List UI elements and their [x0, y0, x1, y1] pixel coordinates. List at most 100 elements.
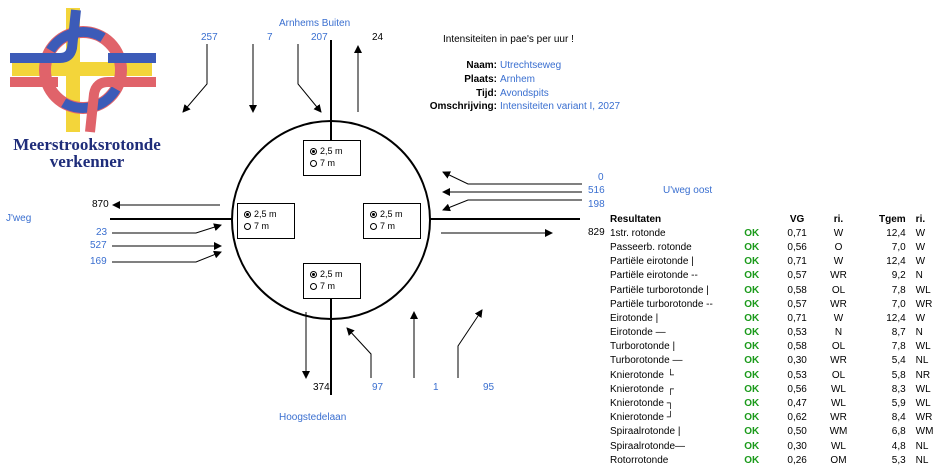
radius-option-a[interactable]: 2,5 m	[310, 269, 343, 279]
east-in-1: 0	[598, 172, 604, 183]
results-cell: 5,9	[891, 398, 906, 410]
radio-selected-icon[interactable]	[244, 211, 251, 218]
info-label-omschrijving: Omschrijving:	[429, 101, 497, 112]
results-cell: 0,56	[787, 383, 807, 395]
results-cell: WM	[915, 426, 934, 438]
results-cell: 9,2	[891, 270, 906, 282]
status-badge: OK	[744, 341, 760, 353]
results-cell: Partiële eirotonde |	[610, 256, 694, 268]
results-cell: Eirotonde |	[610, 312, 659, 324]
status-badge: OK	[744, 454, 760, 466]
west-arrows	[112, 201, 222, 263]
radius-option-b[interactable]: 7 m	[310, 158, 335, 168]
radio-unselected-icon[interactable]	[310, 283, 317, 290]
results-header-cell: ri.	[833, 213, 844, 225]
north-arrows	[182, 44, 362, 113]
south-in-2: 1	[433, 382, 439, 393]
results-cell: 0,58	[787, 284, 807, 296]
results-cell: 7,8	[891, 284, 906, 296]
radio-selected-icon[interactable]	[370, 211, 377, 218]
radius-option-a[interactable]: 2,5 m	[244, 209, 277, 219]
road-name-north: Arnhems Buiten	[279, 18, 351, 29]
results-cell: W	[833, 256, 844, 268]
info-value-tijd: Avondspits	[500, 88, 549, 99]
road-name-west: J'weg	[6, 213, 32, 224]
north-in-1: 257	[201, 32, 218, 43]
status-badge: OK	[744, 327, 760, 339]
results-cell: 0,53	[787, 369, 807, 381]
radius-option-a[interactable]: 2,5 m	[370, 209, 403, 219]
results-cell: WR	[830, 270, 847, 282]
radio-unselected-icon[interactable]	[370, 223, 377, 230]
results-cell: 0,30	[787, 440, 807, 452]
results-cell: WL	[830, 398, 846, 410]
results-cell: 0,26	[787, 454, 807, 466]
results-cell: 7,0	[891, 298, 906, 310]
results-cell: 12,4	[886, 312, 906, 324]
status-badge: OK	[744, 398, 760, 410]
north-out: 24	[372, 32, 384, 43]
results-header-cell: ri.	[915, 213, 926, 225]
results-cell: NR	[915, 369, 931, 381]
results-cell: OL	[831, 369, 846, 381]
results-cell: 0,56	[787, 241, 807, 253]
results-cell: 1str. rotonde	[610, 227, 666, 239]
west-in-1: 23	[96, 227, 108, 238]
info-value-plaats: Arnhem	[500, 74, 536, 85]
radio-selected-icon[interactable]	[310, 271, 317, 278]
road-name-south: Hoogstedelaan	[279, 412, 347, 423]
status-badge: OK	[744, 227, 760, 239]
results-cell: Knierotonde └	[610, 369, 674, 381]
info-label-plaats: Plaats:	[464, 74, 497, 85]
radio-unselected-icon[interactable]	[310, 160, 317, 167]
results-header-cell: VG	[789, 213, 805, 225]
status-badge: OK	[744, 412, 760, 424]
results-cell: Knierotonde ┐	[610, 398, 674, 410]
results-cell: W	[915, 256, 926, 268]
results-cell: 8,3	[891, 383, 906, 395]
radius-option-b[interactable]: 7 m	[244, 221, 269, 231]
results-cell: OL	[831, 341, 846, 353]
results-cell: WR	[830, 412, 847, 424]
east-out: 829	[588, 227, 605, 238]
radio-selected-icon[interactable]	[310, 148, 317, 155]
results-cell: NL	[915, 355, 929, 367]
results-cell: W	[833, 312, 844, 324]
results-cell: 12,4	[886, 227, 906, 239]
logo-text: Meerstrooksrotonde verkenner	[13, 135, 161, 171]
results-header-cell	[744, 212, 776, 226]
radius-option-b[interactable]: 7 m	[310, 281, 335, 291]
results-cell: 5,4	[891, 355, 906, 367]
west-in-2: 527	[90, 240, 107, 251]
radius-box-east: 2,5 m 7 m	[363, 203, 421, 239]
results-cell: WL	[915, 341, 931, 353]
south-in-3: 95	[483, 382, 495, 393]
results-cell: 0,57	[787, 270, 807, 282]
results-cell: W	[833, 227, 844, 239]
north-in-3: 207	[311, 32, 328, 43]
info-value-naam: Utrechtseweg	[500, 60, 562, 71]
results-cell: WM	[829, 426, 848, 438]
radius-option-a[interactable]: 2,5 m	[310, 146, 343, 156]
status-badge: OK	[744, 312, 760, 324]
radius-option-b[interactable]: 7 m	[370, 221, 395, 231]
results-header-cell: Tgem	[879, 213, 906, 225]
results-header-cell: Resultaten	[610, 213, 662, 225]
north-in-2: 7	[267, 32, 273, 43]
west-out: 870	[92, 199, 109, 210]
results-cell: WL	[830, 383, 846, 395]
results-cell: 7,0	[891, 241, 906, 253]
results-cell: WL	[915, 398, 931, 410]
radio-unselected-icon[interactable]	[244, 223, 251, 230]
south-arrows	[302, 309, 483, 379]
results-cell: Knierotonde ┘	[610, 412, 674, 424]
